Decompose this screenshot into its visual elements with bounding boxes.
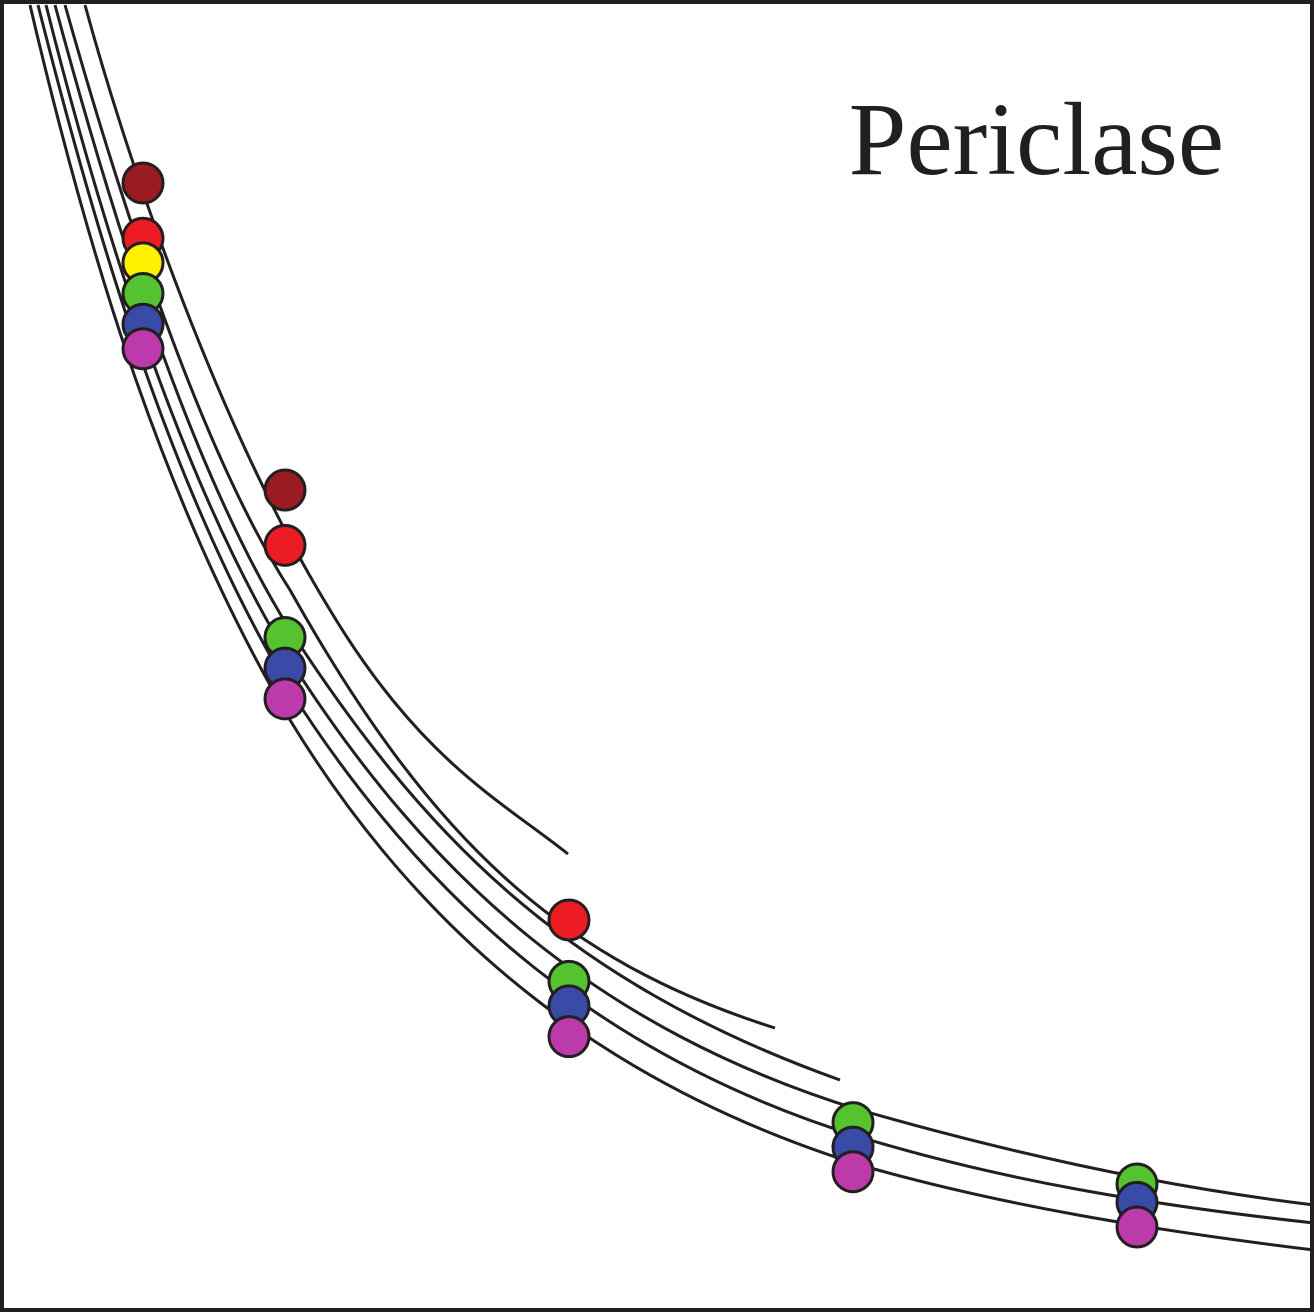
data-point-s6-p5 xyxy=(1115,1205,1159,1249)
data-point-s1-p1 xyxy=(121,161,165,205)
data-point-s6-p2 xyxy=(263,677,307,721)
data-point-s6-p3 xyxy=(547,1015,591,1059)
data-point-s1-p2 xyxy=(263,468,307,512)
curve-2 xyxy=(63,4,776,1030)
data-point-s2-p3 xyxy=(547,898,591,942)
data-point-s6-p4 xyxy=(831,1150,875,1194)
data-point-s6-p1 xyxy=(121,327,165,371)
chart-title: Periclase xyxy=(848,82,1224,197)
data-point-s2-p2 xyxy=(263,523,307,567)
points-layer xyxy=(121,161,1159,1249)
